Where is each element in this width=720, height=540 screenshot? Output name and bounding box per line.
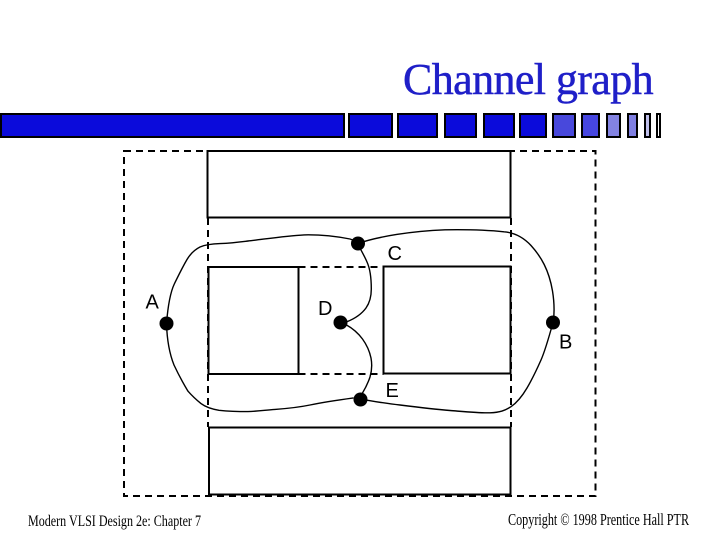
svg-text:E: E [386, 380, 399, 402]
svg-text:C: C [388, 243, 402, 265]
svg-text:B: B [559, 332, 572, 354]
svg-text:A: A [146, 292, 160, 314]
svg-text:D: D [318, 298, 332, 320]
